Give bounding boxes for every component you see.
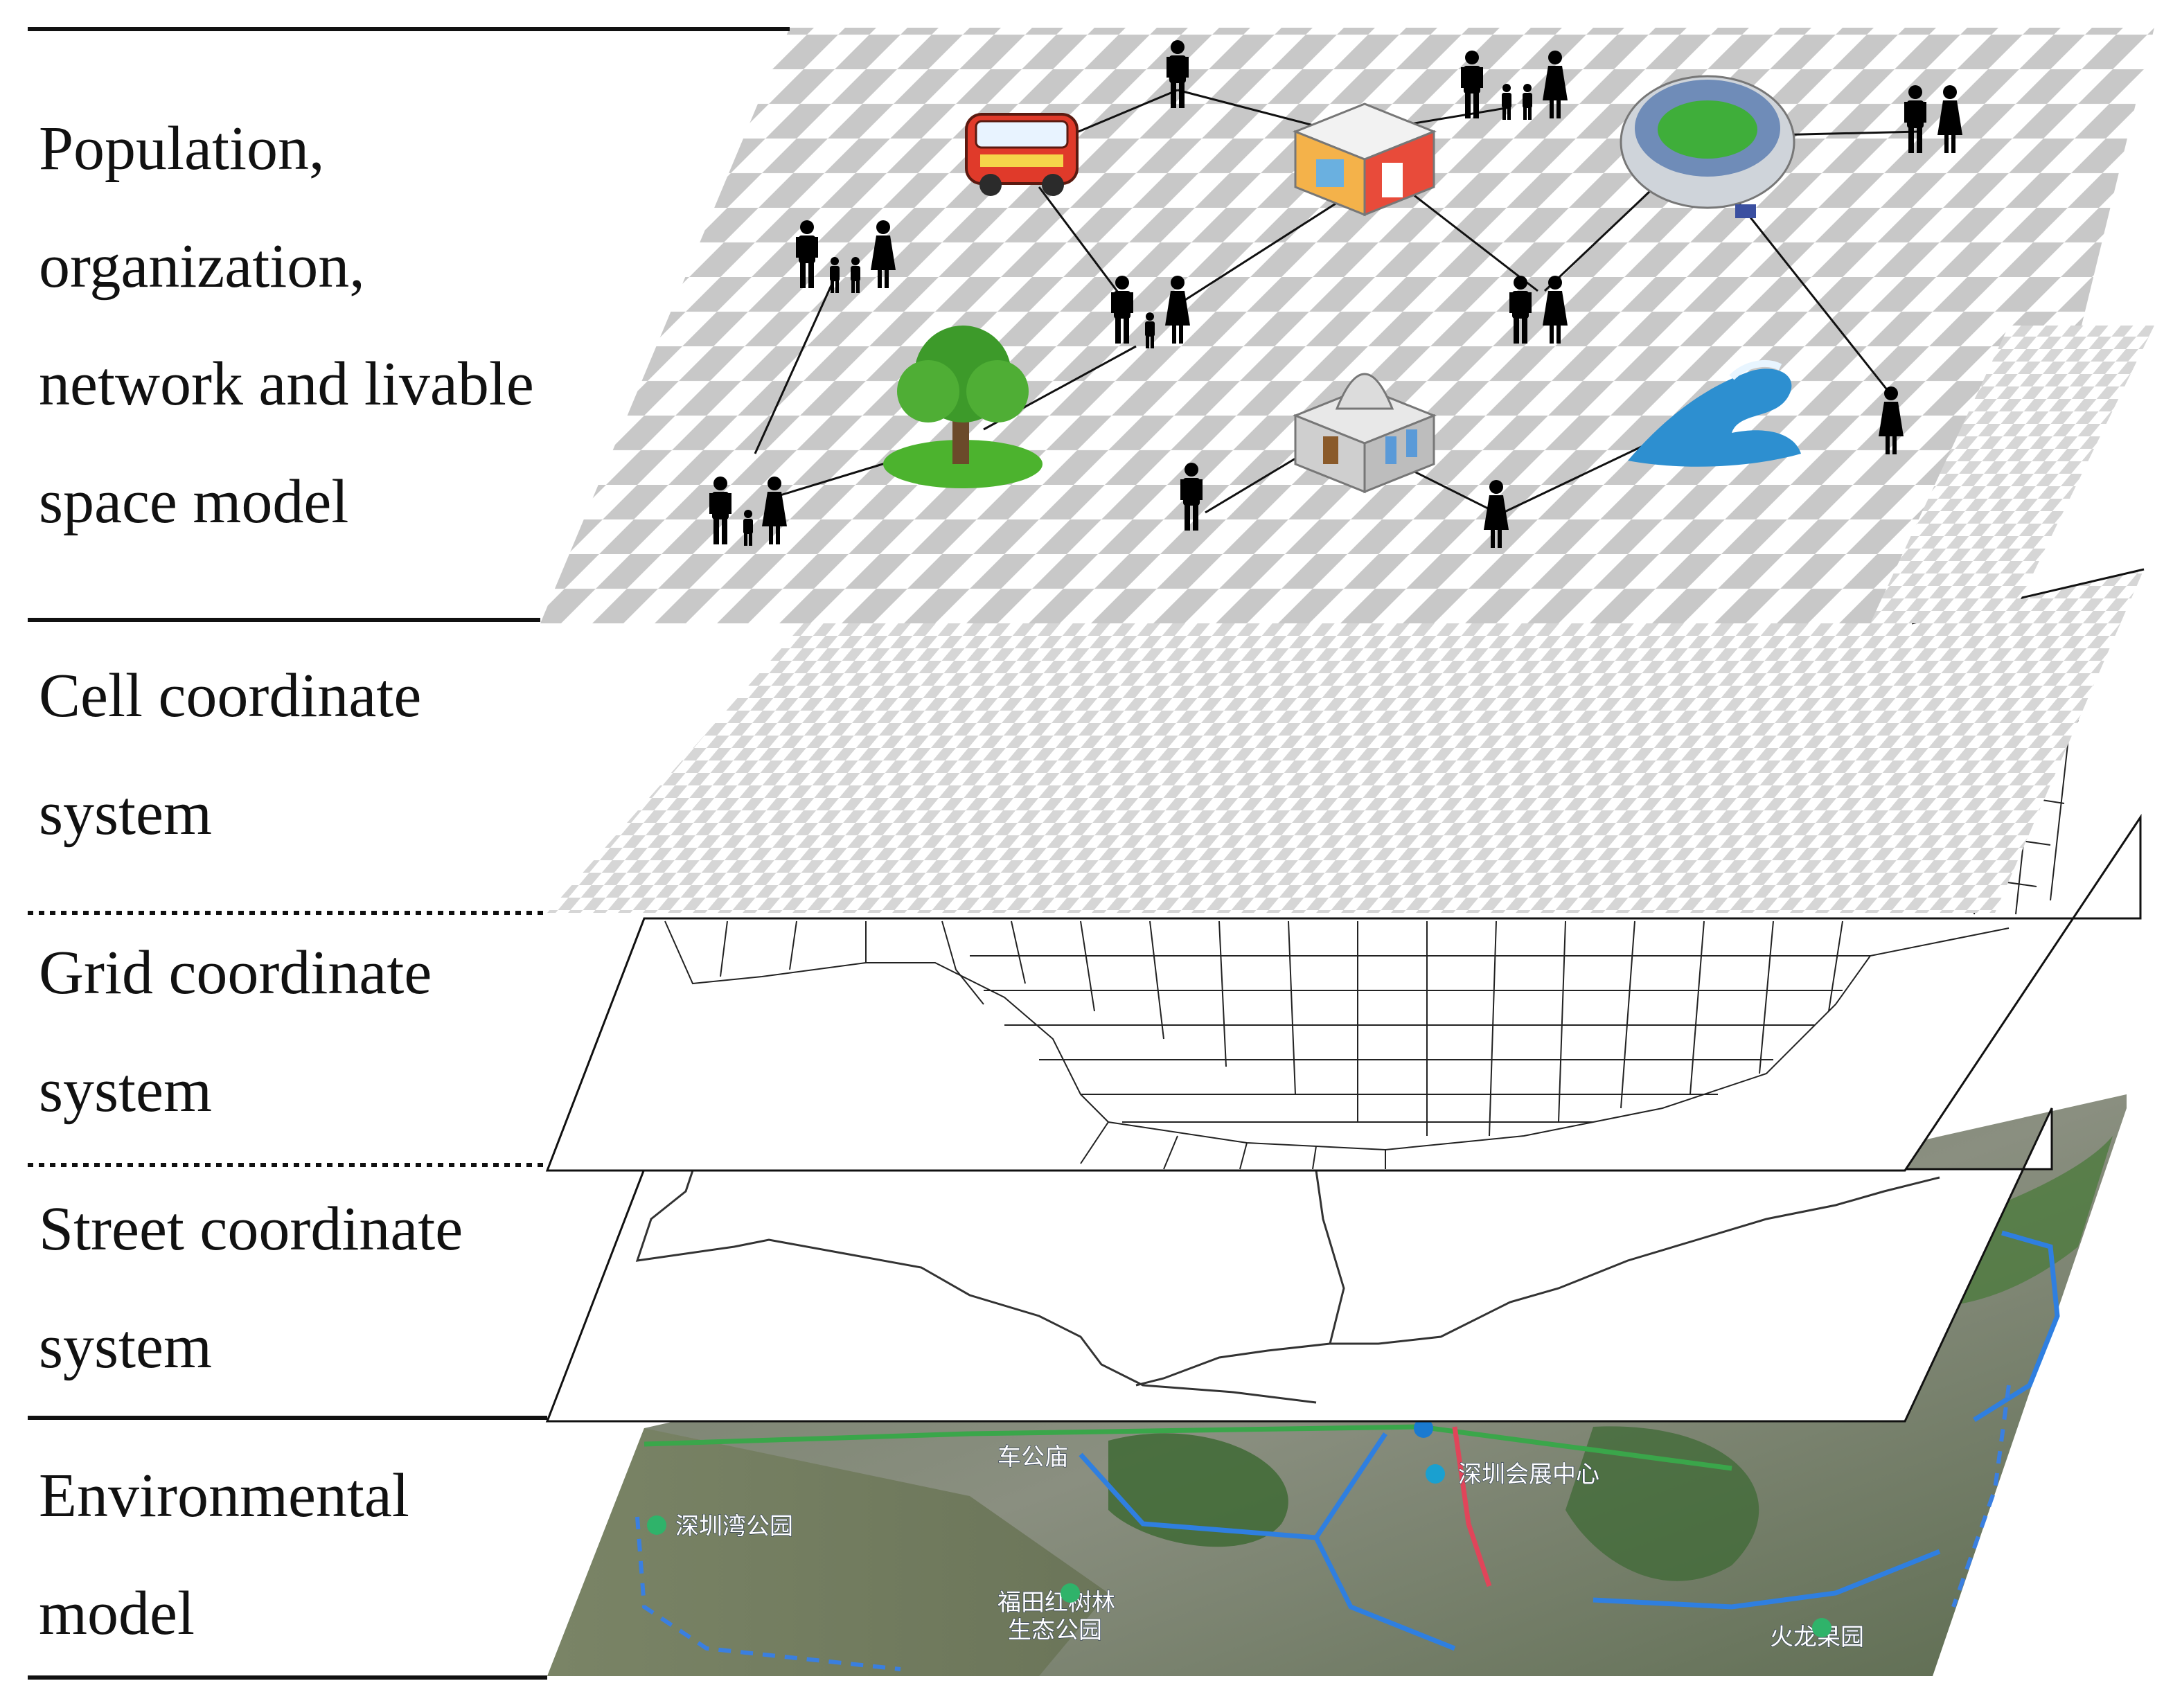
bay-water [547, 1428, 1108, 1676]
metro-line-green [644, 1424, 1732, 1471]
cell-plane [547, 569, 2144, 913]
park-icon [647, 1515, 666, 1535]
park-icon [1061, 1583, 1080, 1603]
map-label-ecological-park: 生态公园 [1008, 1617, 1102, 1644]
district-boundary [635, 1385, 2011, 1671]
wave-icon [1628, 360, 1801, 467]
map-label-chegongmiao: 车公庙 [997, 1443, 1068, 1471]
label-street-coordinate-system: Street coordinate system [39, 1195, 463, 1381]
model-checker-right [1870, 326, 2154, 623]
map-label-mangrove: 福田红树林 [997, 1589, 1115, 1617]
map-label-convention-center: 深圳会展中心 [1458, 1461, 1599, 1488]
map-label-shenzhen-bay-park: 深圳湾公园 [675, 1513, 793, 1540]
grid-layer [545, 713, 2142, 1172]
label-cell-coordinate-system: Cell coordinate system [39, 661, 422, 848]
park-icon [1812, 1618, 1831, 1637]
stadium-icon [1620, 75, 1795, 218]
model-layer [540, 28, 2154, 623]
metro-line-blue-2 [1973, 1230, 2060, 1422]
label-environmental-model: Environmental model [39, 1461, 409, 1648]
grid-cells [664, 920, 2010, 1170]
separators [28, 27, 790, 1680]
label-grid-coordinate-system: Grid coordinate system [39, 938, 432, 1125]
label-population-model: Population, organization, network and li… [39, 114, 534, 536]
street-boundary [635, 1170, 1940, 1404]
venue-icon [1426, 1464, 1445, 1484]
vegetation-patch [1108, 1433, 1288, 1547]
bus-icon [965, 113, 1079, 196]
transit-icon [1414, 1418, 1433, 1438]
shop-icon [1292, 103, 1437, 217]
government-building-icon [1292, 373, 1437, 494]
metro-line-blue [1079, 1432, 1941, 1651]
tree-icon [883, 326, 1043, 488]
metro-line-red [1452, 1426, 1492, 1587]
